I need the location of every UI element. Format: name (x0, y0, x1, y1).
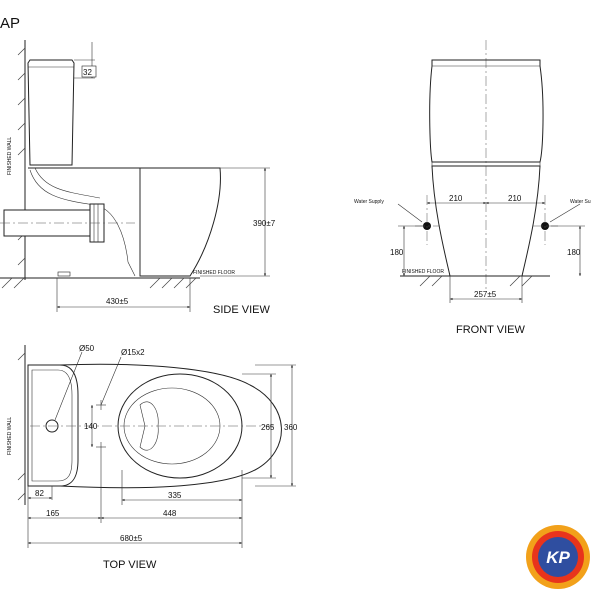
logo-text: KP (546, 548, 570, 567)
side-wall-label: FINISHED WALL (7, 137, 13, 175)
top-tank (27, 364, 79, 487)
front-floor-label: FINISHED FLOOR (402, 269, 444, 275)
side-dim-depth: 430±5 (106, 297, 129, 306)
top-dim-fix-holes: Ø15x2 (121, 348, 145, 357)
front-view: FINISHED FLOOR Water Supply Water Su 210… (354, 40, 591, 336)
top-dim-inner-width: 265 (261, 423, 275, 432)
top-view-title: TOP VIEW (103, 559, 157, 571)
top-dim-total: 680±5 (120, 534, 143, 543)
top-dim-fix-spacing: 140 (84, 422, 98, 431)
top-view: FINISHED WALL 140 Ø50 Ø15x2 265 (7, 344, 298, 571)
front-water-supply-right: Water Su (570, 199, 591, 205)
brand-logo: KP (526, 525, 590, 589)
side-tank (27, 59, 75, 166)
top-dim-bowl: 335 (168, 491, 182, 500)
side-dim-lid: 32 (83, 68, 92, 77)
top-dim-to-centre: 165 (46, 509, 60, 518)
side-dim-height: 390±7 (253, 219, 276, 228)
side-view: FINISHED WALL 32 FIN (0, 40, 276, 316)
front-water-supply-left: Water Supply (354, 199, 384, 205)
side-wall-hatch (17, 47, 26, 266)
top-dim-hole: Ø50 (79, 344, 95, 353)
side-floor-label: FINISHED FLOOR (193, 270, 235, 276)
front-dim-base: 257±5 (474, 290, 497, 299)
top-bowl-outer (59, 363, 282, 489)
front-dim-supply-height-right: 180 (567, 248, 581, 257)
front-view-title: FRONT VIEW (456, 324, 525, 336)
top-dim-tank: 82 (35, 489, 44, 498)
side-view-title: SIDE VIEW (213, 304, 270, 316)
side-floor-hatch (1, 277, 197, 289)
top-dim-seat: 448 (163, 509, 177, 518)
top-dim-outer-width: 360 (284, 423, 298, 432)
front-dim-left-offset: 210 (449, 194, 463, 203)
front-tank (429, 59, 544, 163)
front-dim-right-offset: 210 (508, 194, 522, 203)
top-wall-label: FINISHED WALL (7, 417, 13, 455)
top-wall-hatch (17, 352, 26, 501)
front-floor-hatch (419, 275, 533, 287)
front-dim-supply-height-left: 180 (390, 248, 404, 257)
page-header: AP (0, 15, 20, 32)
